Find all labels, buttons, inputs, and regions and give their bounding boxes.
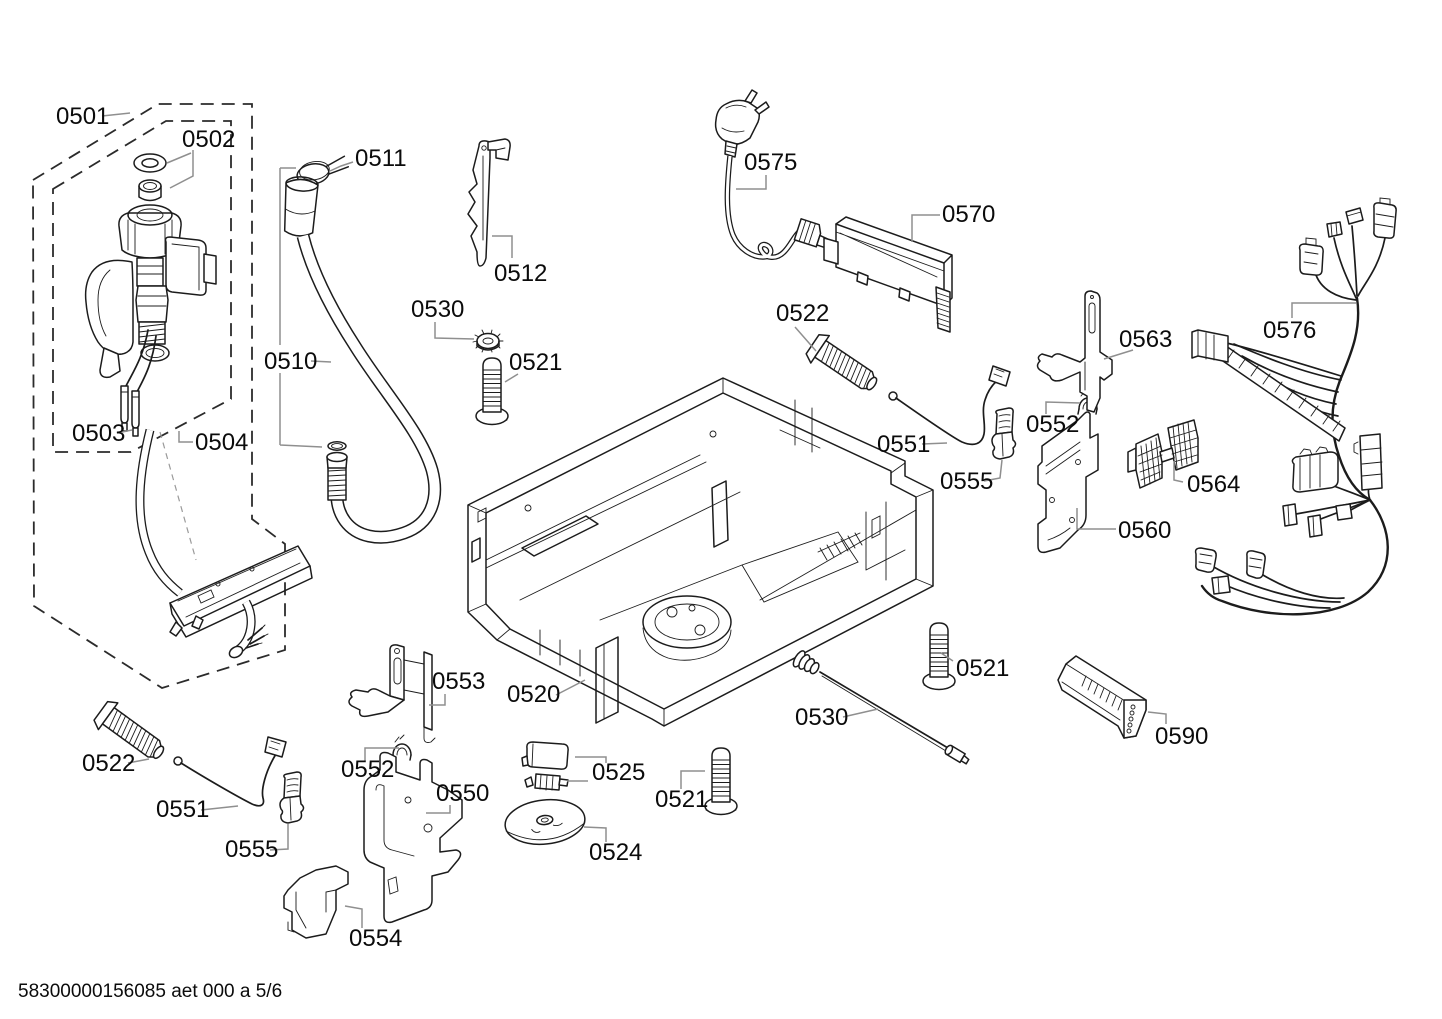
bracket-0553-drawing [348, 644, 436, 743]
part-label-0530-bottom: 0530 [795, 704, 848, 731]
door-cable-left-drawing [173, 736, 287, 807]
part-label-0524: 0524 [589, 839, 642, 866]
part-label-0555-right: 0555 [940, 468, 993, 495]
base-pan-drawing [467, 377, 934, 727]
part-label-0553: 0553 [432, 668, 485, 695]
part-label-0555-left: 0555 [225, 836, 278, 863]
part-label-0552-right: 0552 [1026, 411, 1079, 438]
adjustment-rail-drawing [1057, 655, 1147, 739]
part-label-0521-top: 0521 [509, 349, 562, 376]
wiring-harness-drawing [1191, 197, 1397, 616]
part-label-0590: 0590 [1155, 723, 1208, 750]
drain-hose-drawing [283, 155, 442, 544]
cable-guide-left-drawing [279, 771, 305, 824]
aquastop-dashed-enclosure [32, 103, 286, 689]
part-label-0575: 0575 [744, 149, 797, 176]
part-label-0522-right: 0522 [776, 300, 829, 327]
part-label-0560: 0560 [1118, 517, 1171, 544]
part-label-0551-left: 0551 [156, 796, 209, 823]
cable-guide-right-drawing [991, 407, 1017, 460]
power-cord-drawing [714, 89, 828, 260]
part-label-0530-top: 0530 [411, 296, 464, 323]
bracket-0563-drawing [1036, 290, 1113, 413]
screw-right-drawing [922, 622, 956, 691]
part-label-0503: 0503 [72, 420, 125, 447]
damping-disc-drawing [504, 798, 586, 846]
aquastop-box-drawing [135, 428, 313, 659]
part-label-0520: 0520 [507, 681, 560, 708]
page-footer-code: 58300000156085 aet 000 a 5/6 [18, 981, 282, 1002]
bracket-0550-drawing [363, 751, 463, 924]
bracket-0554-drawing [283, 865, 349, 939]
mounting-rail-drawing [467, 138, 511, 267]
part-label-0512: 0512 [494, 260, 547, 287]
part-label-0550: 0550 [436, 780, 489, 807]
part-label-0525: 0525 [592, 759, 645, 786]
threaded-rod-drawing [792, 650, 970, 765]
part-label-0522-left: 0522 [82, 750, 135, 777]
part-label-0502: 0502 [182, 126, 235, 153]
part-label-0554: 0554 [349, 925, 402, 952]
part-label-0501: 0501 [56, 103, 109, 130]
part-label-0564: 0564 [1187, 471, 1240, 498]
screw-top-drawing [475, 357, 509, 426]
part-label-0552-bottom: 0552 [341, 756, 394, 783]
part-label-0510: 0510 [264, 348, 317, 375]
part-label-0504: 0504 [195, 429, 248, 456]
part-label-0576: 0576 [1263, 317, 1316, 344]
part-label-0551-right: 0551 [877, 431, 930, 458]
door-spring-right-drawing [802, 329, 885, 401]
screw-bottom-drawing [704, 747, 738, 816]
control-module-drawing [823, 216, 953, 333]
part-label-0511: 0511 [355, 145, 407, 172]
part-label-0521-bottom: 0521 [655, 786, 708, 813]
interference-suppressor-drawing [521, 741, 569, 791]
cable-duct-drawing [1127, 419, 1199, 489]
part-label-0563: 0563 [1119, 326, 1172, 353]
serrated-nut-drawing [472, 329, 504, 353]
leader-lines [101, 112, 1356, 928]
part-labels: 0501 0502 0511 0512 0575 0570 0530 0510 … [56, 103, 1316, 952]
door-cable-right-drawing [888, 365, 1011, 446]
aquastop-valve-drawing [84, 153, 217, 437]
part-label-0521-mid: 0521 [956, 655, 1009, 682]
bracket-0560-drawing [1037, 411, 1099, 554]
part-label-0570: 0570 [942, 201, 995, 228]
